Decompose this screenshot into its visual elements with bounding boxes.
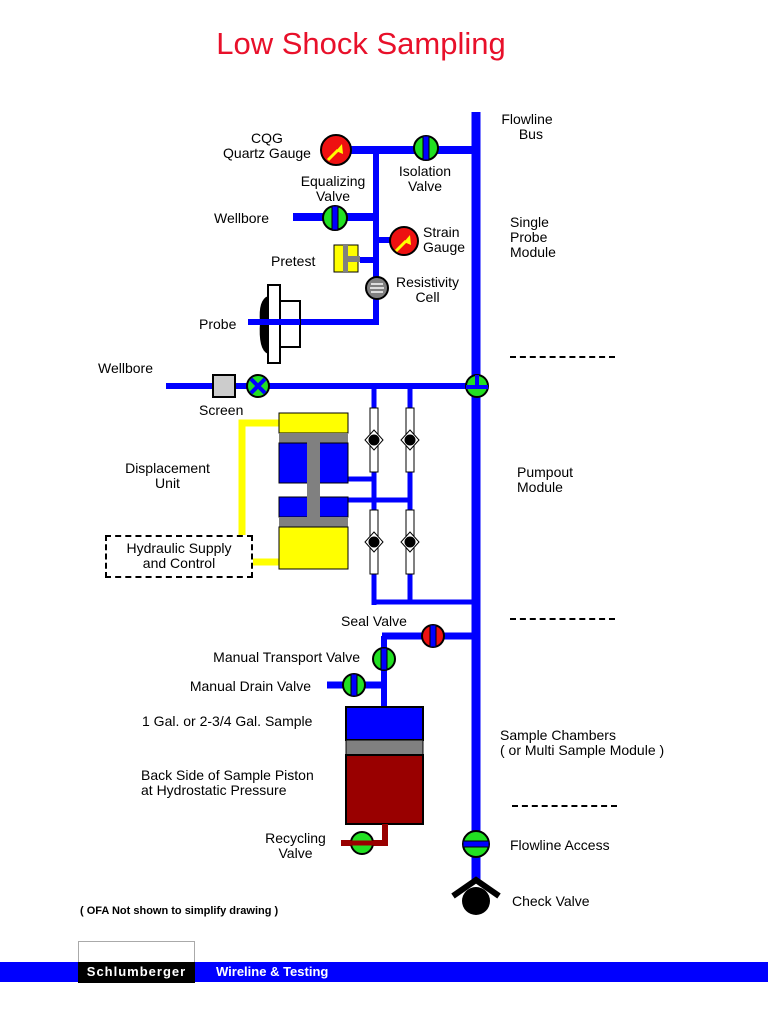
cqg-label: CQG Quartz Gauge: [223, 130, 311, 161]
probe-icon: [248, 284, 301, 364]
sample-volume-label: 1 Gal. or 2-3/4 Gal. Sample: [142, 713, 313, 729]
strain-gauge-label: Strain Gauge: [423, 224, 466, 255]
equalizing-valve-icon: [322, 205, 348, 231]
equalizing-valve-label: Equalizing Valve: [300, 173, 366, 204]
pumpout-check-valves-icon: [364, 407, 420, 575]
hydraulic-supply-label: Hydraulic Supply and Control: [126, 540, 232, 571]
probe-label: Probe: [199, 316, 237, 332]
displacement-unit-icon: [238, 412, 349, 570]
flowline-access-label: Flowline Access: [510, 837, 610, 853]
wellbore-top-label: Wellbore: [214, 210, 269, 226]
wellbore-valve-icon: [246, 374, 270, 398]
manual-drain-valve-label: Manual Drain Valve: [189, 678, 311, 694]
displacement-unit-label: Displacement Unit: [125, 460, 210, 491]
wellbore-mid-label: Wellbore: [98, 360, 153, 376]
isolation-valve-icon: [413, 135, 439, 161]
pretest-label: Pretest: [271, 253, 316, 269]
screen-label: Screen: [199, 402, 244, 418]
manual-drain-valve-icon: [342, 673, 366, 697]
seal-valve-label: Seal Valve: [341, 613, 407, 629]
resistivity-cell-icon: [365, 276, 389, 300]
screen-icon: [212, 374, 236, 398]
ofa-note: ( OFA Not shown to simplify drawing ): [80, 905, 279, 917]
recycling-valve-label: Recycling Valve: [265, 830, 326, 861]
resistivity-cell-label: Resistivity Cell: [395, 274, 459, 305]
module-separator: [512, 805, 617, 807]
bus-junction-valve-icon: [465, 374, 489, 398]
module-separator: [510, 356, 615, 358]
single-probe-module-label: Single Probe Module: [510, 214, 556, 260]
flowline-access-icon: [462, 830, 490, 858]
recycling-valve-icon: [341, 824, 388, 855]
back-side-label: Back Side of Sample Piston at Hydrostati…: [141, 767, 314, 798]
module-separator: [510, 618, 615, 620]
isolation-valve-label: Isolation Valve: [398, 163, 452, 194]
seal-valve-icon: [421, 624, 445, 648]
check-valve-label: Check Valve: [512, 893, 590, 909]
hydraulic-supply-box: [105, 535, 253, 578]
pumpout-module-label: Pumpout Module: [517, 464, 574, 495]
flowline-bus-label: Flowline Bus: [501, 111, 553, 142]
manual-transport-valve-label: Manual Transport Valve: [213, 649, 360, 665]
schlumberger-logo: Schlumberger: [78, 962, 195, 983]
footer-division: Wireline & Testing: [216, 964, 329, 979]
sample-chambers-label: Sample Chambers ( or Multi Sample Module…: [500, 727, 665, 758]
sample-chamber-icon: [345, 706, 424, 825]
diagram-title: Low Shock Sampling: [216, 26, 506, 61]
cqg-gauge-icon: [320, 134, 352, 166]
strain-gauge-icon: [389, 226, 419, 256]
manual-transport-valve-icon: [372, 647, 396, 671]
check-valve-icon: [451, 876, 501, 915]
pretest-icon: [333, 244, 360, 273]
